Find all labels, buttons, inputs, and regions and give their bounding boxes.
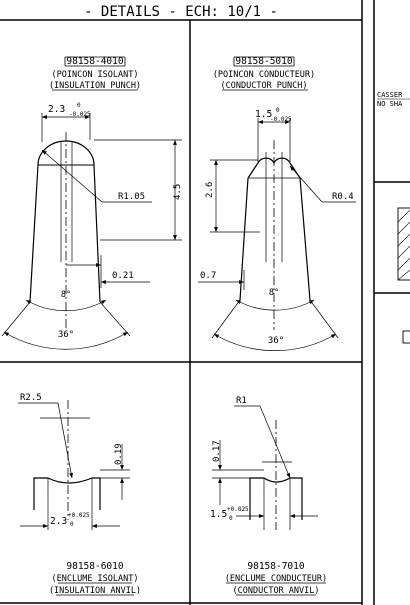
ia-dim-radius: R2.5 [20, 393, 42, 403]
cp-dim-height: 2.6 [205, 182, 215, 198]
ia-dim-depth: 0.19 [114, 443, 124, 465]
ip-angle-outer: 36° [58, 330, 74, 340]
ca-dim-width: 1.5 [210, 509, 227, 520]
small-box-marker [402, 330, 410, 344]
cp-angle-outer: 36° [268, 336, 284, 346]
insulation-anvil-detail: R2.5 0.19 2.3 +0.025 0 98158-6010 (ENCLU… [18, 393, 141, 596]
hatched-section [397, 207, 410, 281]
cp-dim-radius: R0.4 [332, 192, 354, 202]
ip-part-number: 98158-4010 [66, 56, 123, 67]
cp-name-fr: (POINCON CONDUCTEUR) [213, 70, 315, 80]
ia-dim-width: 2.3 [50, 516, 67, 527]
ca-part-number: 98158-7010 [247, 561, 304, 572]
ip-tol-lower: -0.025 [69, 111, 91, 118]
ip-angle-inner: 8° [61, 290, 71, 300]
ca-dim-radius: R1 [236, 396, 247, 406]
ip-name-en: (INSULATION PUNCH) [49, 81, 141, 91]
cp-tol-upper: 0 [276, 107, 280, 114]
side-note-line1: CASSER [377, 91, 403, 99]
cp-part-number: 98158-5010 [235, 56, 292, 67]
side-note-line2: NO SHA [377, 100, 403, 108]
ip-name-fr: (POINCON ISOLANT) [52, 70, 139, 80]
conductor-anvil-detail: R1 0.17 1.5 +0.025 0 98158-7010 (ENCLUME… [210, 396, 327, 596]
ip-dim-width: 2.3 [48, 104, 65, 115]
side-column: CASSER NO SHA [377, 91, 410, 344]
cp-dim-offset: 0.7 [200, 271, 216, 281]
cp-tol-lower: -0.025 [270, 116, 292, 123]
ca-dim-depth: 0.17 [212, 440, 222, 462]
ia-name-en: (INSULATION ANVIL) [49, 586, 141, 596]
ca-tol-lower: 0 [229, 515, 233, 522]
cp-angle-inner: 8° [269, 288, 279, 298]
ia-part-number: 98158-6010 [66, 561, 123, 572]
ia-name-fr: (ENCLUME ISOLANT) [52, 574, 139, 584]
ip-dim-offset: 0.21 [112, 271, 134, 281]
ip-dim-radius: R1.05 [118, 192, 145, 202]
ca-name-fr: (ENCLUME CONDUCTEUR) [225, 574, 327, 584]
sheet-title: - DETAILS - ECH: 10/1 - [84, 4, 278, 20]
insulation-punch-detail: 98158-4010 (POINCON ISOLANT) (INSULATION… [1, 56, 183, 350]
ca-tol-upper: +0.025 [227, 506, 249, 513]
cp-dim-width: 1.5 [255, 109, 272, 120]
ca-name-en: (CONDUCTOR ANVIL) [233, 586, 320, 596]
ip-tol-upper: 0 [77, 102, 81, 109]
ia-tol-lower: 0 [70, 521, 74, 528]
ip-dim-height: 4.5 [173, 184, 183, 200]
ia-tol-upper: +0.025 [68, 512, 90, 519]
cp-name-en: (CONDUCTOR PUNCH) [221, 81, 308, 91]
conductor-punch-detail: 98158-5010 (POINCON CONDUCTEUR) (CONDUCT… [198, 56, 356, 351]
